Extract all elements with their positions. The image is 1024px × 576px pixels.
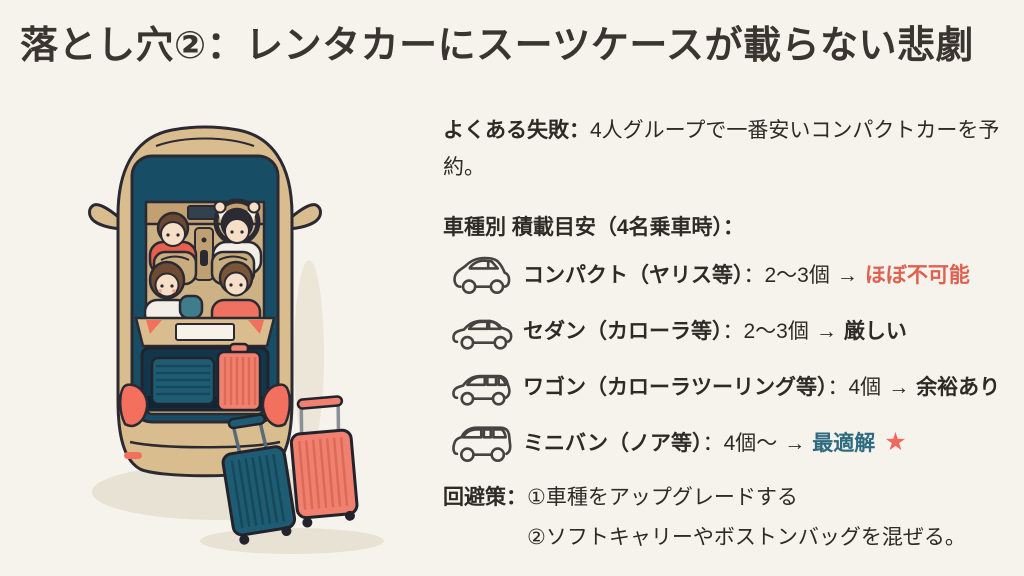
vehicle-text: ワゴン（カローラツーリング等）：4個→余裕あり: [523, 371, 1000, 401]
star-icon: ★: [884, 428, 907, 457]
vehicle-verdict: 最適解: [812, 432, 876, 456]
trunk-suitcase-teal: [150, 356, 216, 406]
countermeasure-line-2: ②ソフトキャリーやボストンバッグを混ぜる。: [527, 526, 966, 550]
page-title: 落とし穴②：レンタカーにスーツケースが載らない悲劇: [20, 25, 975, 67]
vehicle-name: セダン（カローラ等）: [523, 320, 723, 344]
vehicle-verdict: ほぼ不可能: [864, 264, 970, 288]
countermeasures: 回避策： ①車種をアップグレードする ②ソフトキャリーやボストンバッグを混ぜる。: [443, 478, 1021, 558]
vehicle-name: ワゴン（カローラツーリング等）: [523, 376, 828, 400]
minivan-car-icon: [443, 419, 523, 466]
sedan-car-icon: [443, 307, 523, 354]
arrow: →: [815, 320, 837, 344]
vehicle-capacity: 4個: [848, 376, 882, 400]
separator: ：: [827, 376, 849, 400]
vehicle-text: セダン（カローラ等）：2〜3個→厳しい: [523, 315, 907, 345]
separator: ：: [743, 264, 765, 288]
vehicle-name: ミニバン（ノア等）: [523, 432, 703, 456]
common-failure-text: 4人グループで一番安いコンパクトカーを予約。: [443, 119, 1000, 180]
countermeasure-line-1: ①車種をアップグレードする: [527, 486, 798, 510]
vehicle-row-sedan: セダン（カローラ等）：2〜3個→厳しい: [443, 302, 1021, 358]
list-header: 車種別 積載目安（4名乗車時）：: [443, 215, 745, 239]
vehicle-capacity: 2〜3個: [743, 320, 809, 344]
countermeasure-label: 回避策：: [443, 486, 527, 510]
vehicle-text: ミニバン（ノア等）：4個〜→最適解 ★: [523, 427, 907, 457]
vehicle-verdict: 厳しい: [843, 320, 907, 344]
vehicle-text: コンパクト（ヤリス等）：2〜3個→ほぼ不可能: [523, 259, 970, 289]
car-illustration: [60, 100, 420, 570]
packed-car-graphic: [88, 125, 384, 554]
common-failure-line: よくある失敗：4人グループで一番安いコンパクトカーを予約。: [443, 112, 1021, 187]
vehicle-verdict: 余裕あり: [916, 376, 1001, 400]
car-body: [116, 125, 294, 478]
wagon-car-icon: [443, 363, 523, 410]
vehicle-name: コンパクト（ヤリス等）: [523, 264, 744, 288]
compact-car-icon: [443, 251, 523, 298]
countermeasure-lines: ①車種をアップグレードする ②ソフトキャリーやボストンバッグを混ぜる。: [527, 478, 966, 558]
vehicle-row-wagon: ワゴン（カローラツーリング等）：4個→余裕あり: [443, 358, 1021, 414]
arrow: →: [836, 264, 858, 288]
content-panel: よくある失敗：4人グループで一番安いコンパクトカーを予約。 車種別 積載目安（4…: [443, 112, 1021, 558]
tail-lights: [119, 383, 291, 428]
outside-suitcase-teal: [221, 413, 297, 545]
common-failure-label: よくある失敗：: [443, 119, 590, 142]
separator: ：: [702, 432, 724, 456]
vehicle-capacity: 2〜3個: [764, 264, 830, 288]
separator: ：: [722, 320, 744, 344]
vehicle-capacity: 4個〜: [723, 432, 778, 456]
vehicle-row-minivan: ミニバン（ノア等）：4個〜→最適解 ★: [443, 414, 1021, 470]
trunk-lid: [134, 316, 276, 348]
vehicle-row-compact: コンパクト（ヤリス等）：2〜3個→ほぼ不可能: [443, 246, 1021, 302]
arrow: →: [784, 432, 806, 456]
arrow: →: [888, 376, 910, 400]
trunk-suitcase-coral: [216, 342, 262, 412]
bumper-reflector: [124, 452, 142, 459]
outside-suitcase-coral: [289, 395, 359, 528]
